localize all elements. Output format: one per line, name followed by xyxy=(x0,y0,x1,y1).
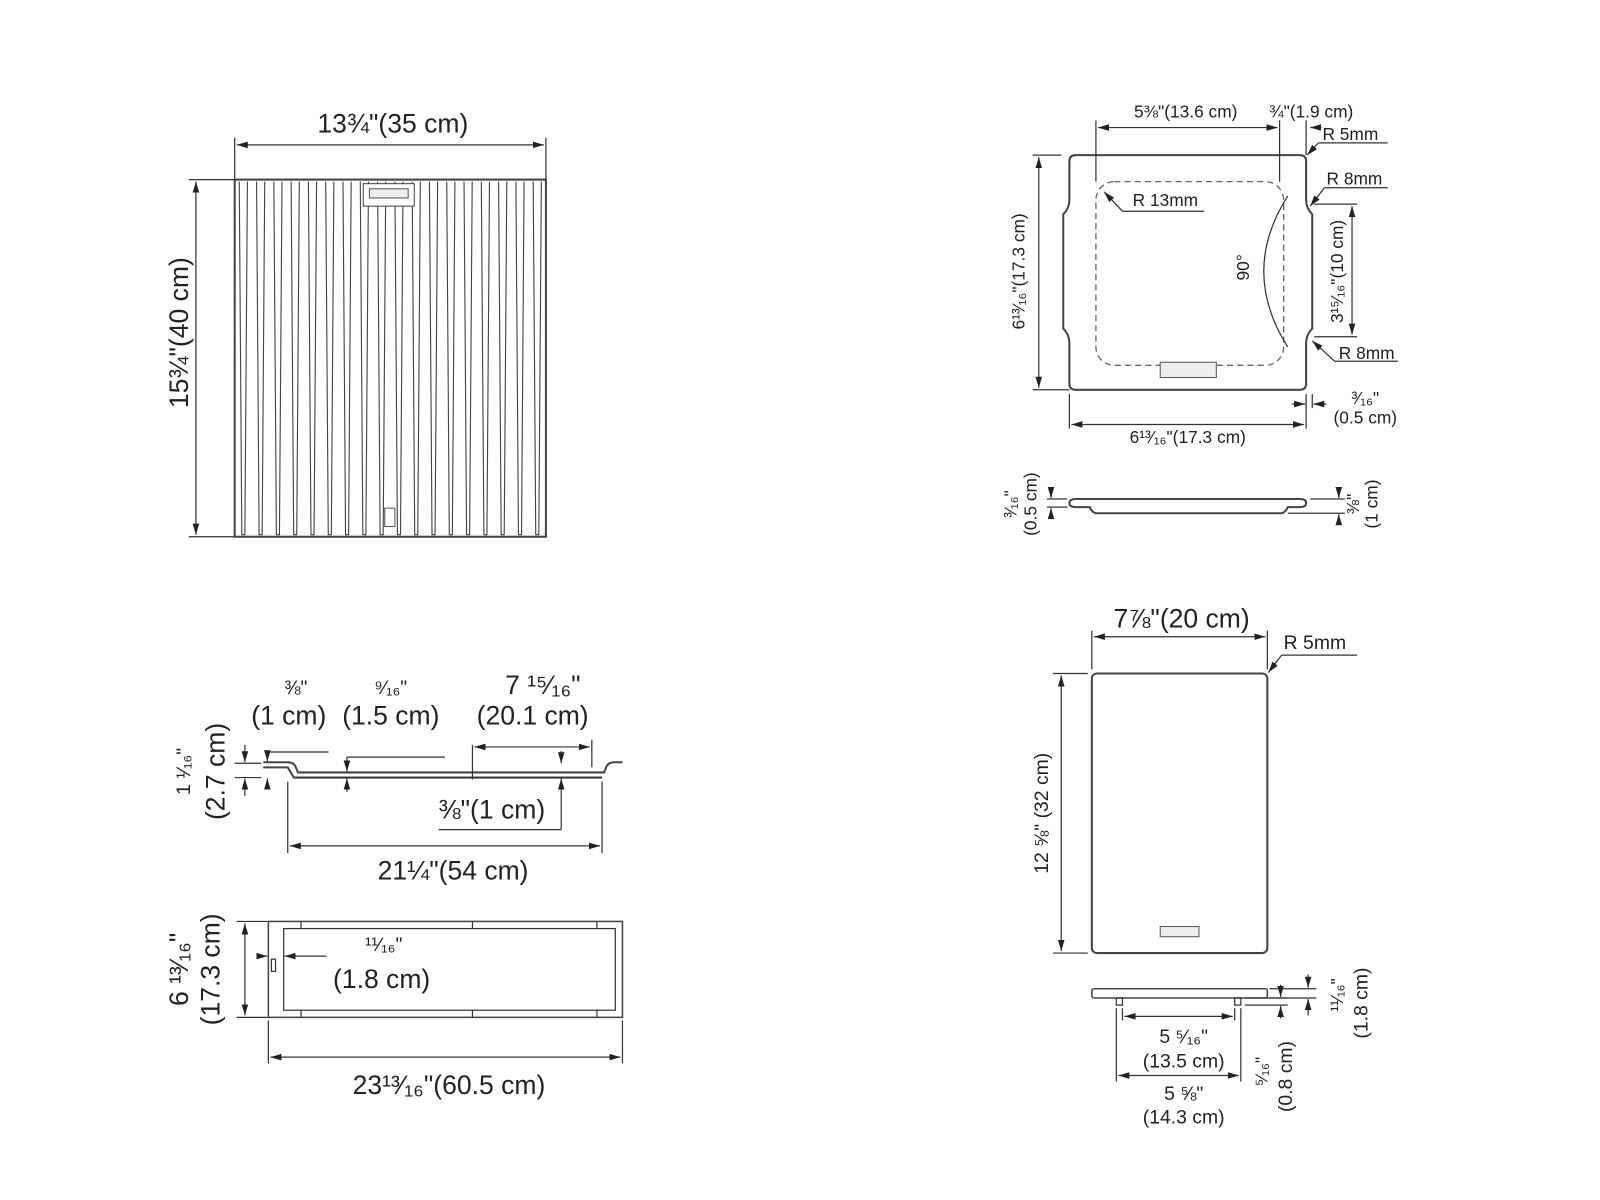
rack-rib xyxy=(411,181,421,536)
total-length-label: 23¹³⁄₁₆"(60.5 cm) xyxy=(353,1070,546,1100)
foot-inch-label: ⁵⁄₁₆" xyxy=(1251,1057,1271,1086)
depth-cm-label: (17.3 cm) xyxy=(195,913,225,1025)
basket-tab xyxy=(270,958,277,973)
foot-right xyxy=(1234,997,1242,1006)
notch-bottom-radius-label: R 8mm xyxy=(1339,343,1395,363)
rack-height-label: 15¾"(40 cm) xyxy=(164,257,194,408)
notch-length-label: 3¹⁵⁄₁₆"(10 cm) xyxy=(1327,220,1347,323)
corner-radius-label: R 5mm xyxy=(1284,632,1346,654)
brand-logo xyxy=(1159,361,1217,379)
offset-inch-label: ³⁄₁₆" xyxy=(1351,388,1379,408)
rack-rib xyxy=(238,181,248,536)
basket-top-inner xyxy=(283,927,616,1011)
large-board-profile xyxy=(1091,988,1269,999)
thickness-inch-label: ¹¹⁄₁₆" xyxy=(1327,978,1347,1011)
rack-rib xyxy=(480,181,491,536)
small-board-profile xyxy=(1068,497,1308,515)
rack-rib xyxy=(359,181,370,536)
rack-outline xyxy=(233,178,547,538)
height-label: 12 ⅝" (32 cm) xyxy=(1031,753,1053,874)
rail-inch-label: ¹¹⁄₁₆" xyxy=(365,934,402,956)
feet-outer-inch-label: 5 ⅝" xyxy=(1164,1083,1203,1105)
large-board-view: 7⅞"(20 cm) R 5mm 12 ⅝" (32 cm) ¹¹⁄₁₆" (1… xyxy=(1031,604,1372,1129)
offset-cm-label: (0.5 cm) xyxy=(1334,407,1398,427)
depth-inch-label: 6 ¹³⁄₁₆" xyxy=(164,933,194,1006)
feet-inner-inch-label: 5 ⁵⁄₁₆" xyxy=(1159,1026,1208,1048)
d3-cm-label: (20.1 cm) xyxy=(477,700,589,730)
rack-rib xyxy=(307,181,318,536)
brand-logo xyxy=(368,188,409,199)
profile-left-cm-label: (0.5 cm) xyxy=(1021,472,1041,536)
rack-rib xyxy=(377,181,387,536)
feet-inner-cm-label: (13.5 cm) xyxy=(1143,1050,1225,1072)
rack-rib xyxy=(446,181,456,536)
edge-label: ¾"(1.9 cm) xyxy=(1269,101,1353,121)
corner-radius-label: R 5mm xyxy=(1322,124,1378,144)
inner-width-label: 5⅜"(13.6 cm) xyxy=(1134,101,1237,121)
rack-rib xyxy=(463,181,473,536)
rack-rib xyxy=(290,181,300,536)
angle-label: 90° xyxy=(1233,254,1253,280)
rack-clip xyxy=(384,507,396,528)
rack-rib xyxy=(255,181,266,536)
height-label: 6¹³⁄₁₆"(17.3 cm) xyxy=(1008,213,1028,329)
small-board-view: 90° 5⅜"(13.6 cm) ¾"(1.9 cm) R 5mm R 8mm … xyxy=(1000,101,1398,536)
rack-rib xyxy=(498,181,508,536)
d1-cm-label: (1 cm) xyxy=(251,700,326,730)
rack-width-label: 13¾"(35 cm) xyxy=(317,109,468,139)
thickness-cm-label: (1.8 cm) xyxy=(1350,968,1372,1039)
width-label: 6¹³⁄₁₆"(17.3 cm) xyxy=(1130,427,1246,447)
rack-rib xyxy=(325,181,335,536)
basket-top-outline xyxy=(267,920,624,1019)
large-board-outline xyxy=(1090,672,1269,955)
height-inch-label: 1 ¹⁄₁₆" xyxy=(173,748,195,795)
inner-length-label: 21¼"(54 cm) xyxy=(378,856,529,886)
d2-cm-label: (1.5 cm) xyxy=(342,700,439,730)
rail-cm-label: (1.8 cm) xyxy=(333,964,430,994)
basket-view: ⅜" (1 cm) ⁹⁄₁₆" (1.5 cm) 7 ¹⁵⁄₁₆" (20.1 … xyxy=(164,670,624,1100)
height-cm-label: (2.7 cm) xyxy=(200,723,230,820)
d4-label: ⅜"(1 cm) xyxy=(439,794,546,824)
notch-top-radius-label: R 8mm xyxy=(1327,169,1383,189)
basket-side-profile xyxy=(263,761,623,779)
d2-inch-label: ⁹⁄₁₆" xyxy=(374,677,407,699)
rack-rib xyxy=(273,181,283,536)
rack-view: 13¾"(35 cm) 15¾"(40 cm) xyxy=(164,109,547,538)
foot-left xyxy=(1115,997,1124,1006)
rack-rib xyxy=(342,181,352,536)
d1-inch-label: ⅜" xyxy=(284,677,307,699)
rack-rib xyxy=(515,181,525,536)
rack-rib xyxy=(532,181,542,536)
inner-radius-label: R 13mm xyxy=(1133,190,1198,210)
width-label: 7⅞"(20 cm) xyxy=(1114,604,1250,634)
feet-outer-cm-label: (14.3 cm) xyxy=(1143,1106,1225,1128)
small-board-outline xyxy=(1062,154,1314,391)
brand-logo xyxy=(1159,926,1200,938)
profile-left-inch-label: ³⁄₁₆" xyxy=(1000,490,1020,518)
angle-arc xyxy=(1263,195,1289,348)
foot-cm-label: (0.8 cm) xyxy=(1275,1041,1297,1112)
d3-inch-label: 7 ¹⁵⁄₁₆" xyxy=(505,670,580,700)
rack-ribs xyxy=(238,181,542,536)
profile-right-inch-label: ⅜" xyxy=(1343,494,1363,515)
rack-rib xyxy=(428,181,439,536)
profile-right-cm-label: (1 cm) xyxy=(1362,480,1382,529)
rack-rib xyxy=(394,181,404,536)
